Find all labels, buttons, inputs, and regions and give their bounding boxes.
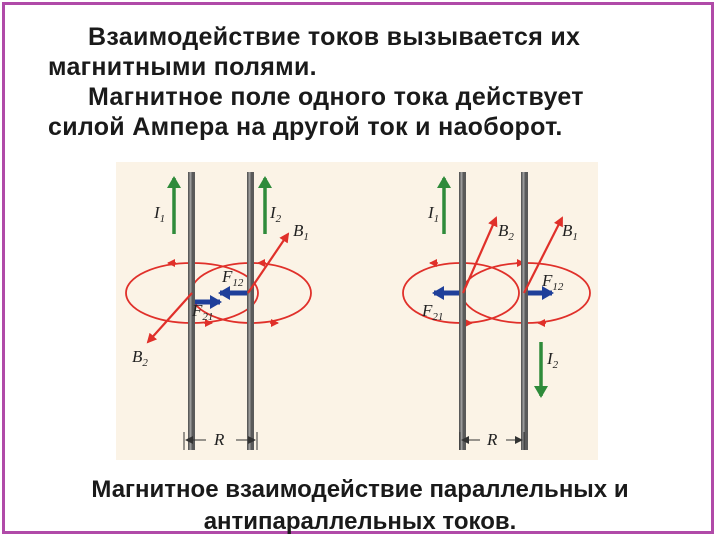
label-i2: I2 — [546, 349, 559, 371]
label-f12: F12 — [221, 267, 244, 289]
heading-line-2: магнитными полями. — [48, 53, 317, 81]
b1-vector — [523, 216, 563, 294]
b1-vector — [247, 232, 290, 294]
caption-line-1: Магнитное взаимодействие параллельных и — [91, 476, 629, 503]
label-f12: F12 — [541, 271, 564, 293]
currents-interaction-figure: I1 I2 B1 B2 F12 F21 R — [116, 162, 598, 460]
label-f21: F21 — [191, 301, 213, 323]
slide-heading: Взаимодействие токов вызывается их магни… — [48, 22, 688, 142]
heading-line-3: Магнитное поле одного тока действует — [88, 83, 584, 111]
figure-svg: I1 I2 B1 B2 F12 F21 R — [125, 172, 591, 450]
figure-caption: Магнитное взаимодействие параллельных и … — [0, 474, 720, 538]
label-i1: I1 — [153, 203, 165, 225]
label-r: R — [213, 430, 225, 449]
slide-frame — [2, 2, 714, 534]
heading-line-1: Взаимодействие токов вызывается их — [88, 23, 581, 51]
right-diagram: I1 I2 B1 B2 F12 F21 R — [402, 172, 591, 450]
label-b1: B1 — [562, 221, 578, 243]
caption-line-2: антипараллельных токов. — [203, 508, 517, 535]
label-b2: B2 — [132, 347, 148, 369]
label-b2: B2 — [498, 221, 514, 243]
label-i1: I1 — [427, 203, 439, 225]
label-b1: B1 — [293, 221, 309, 243]
b2-vector — [146, 292, 193, 344]
label-r: R — [486, 430, 498, 449]
label-i2: I2 — [269, 203, 282, 225]
left-diagram: I1 I2 B1 B2 F12 F21 R — [125, 172, 312, 450]
heading-line-4: силой Ампера на другой ток и наоборот. — [48, 113, 563, 141]
label-f21: F21 — [421, 301, 443, 323]
b2-vector — [461, 216, 498, 294]
